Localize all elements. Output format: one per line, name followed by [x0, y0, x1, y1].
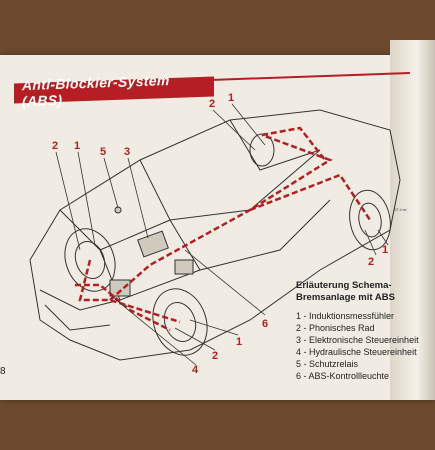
- callout-1-right-rear: 1: [382, 244, 389, 256]
- abs-schematic-diagram: [29, 103, 401, 366]
- figure-reference-code: ST-Inst: [394, 207, 407, 212]
- legend-item-4: 4 - Hydraulische Steuereinheit: [296, 347, 417, 357]
- callout-4-hydraulic-unit: 4: [192, 364, 199, 376]
- components: [109, 206, 194, 297]
- callout-1-rear: 1: [228, 92, 235, 104]
- callout-2-rear: 2: [209, 98, 216, 110]
- page-number: 8: [0, 366, 6, 377]
- legend-title: Erläuterung Schema-Bremsanlage mit ABS: [296, 280, 395, 303]
- callout-5-relay: 5: [100, 146, 107, 158]
- legend: Erläuterung Schema-Bremsanlage mit ABS 1…: [296, 280, 426, 382]
- callout-3-control-unit: 3: [124, 146, 131, 158]
- legend-item-5: 5 - Schutzrelais: [296, 359, 359, 369]
- legend-item-3: 3 - Elektronische Steuereinheit: [296, 335, 419, 345]
- callout-2-front-right: 2: [212, 350, 219, 362]
- callout-2-front-left: 2: [52, 140, 59, 152]
- callout-1-front-right: 1: [236, 336, 243, 348]
- brake-lines: [75, 126, 372, 332]
- legend-item-1: 1 - Induktionsmessfühler: [296, 311, 395, 321]
- callout-6-warning-light: 6: [262, 318, 269, 330]
- legend-item-2: 2 - Phonisches Rad: [296, 323, 375, 333]
- callout-1-front-left: 1: [74, 140, 81, 152]
- legend-item-6: 6 - ABS-Kontrollleuchte: [296, 371, 390, 381]
- leader-lines: [55, 103, 389, 366]
- callout-2-right-rear: 2: [368, 256, 375, 268]
- book-spine: [390, 40, 435, 400]
